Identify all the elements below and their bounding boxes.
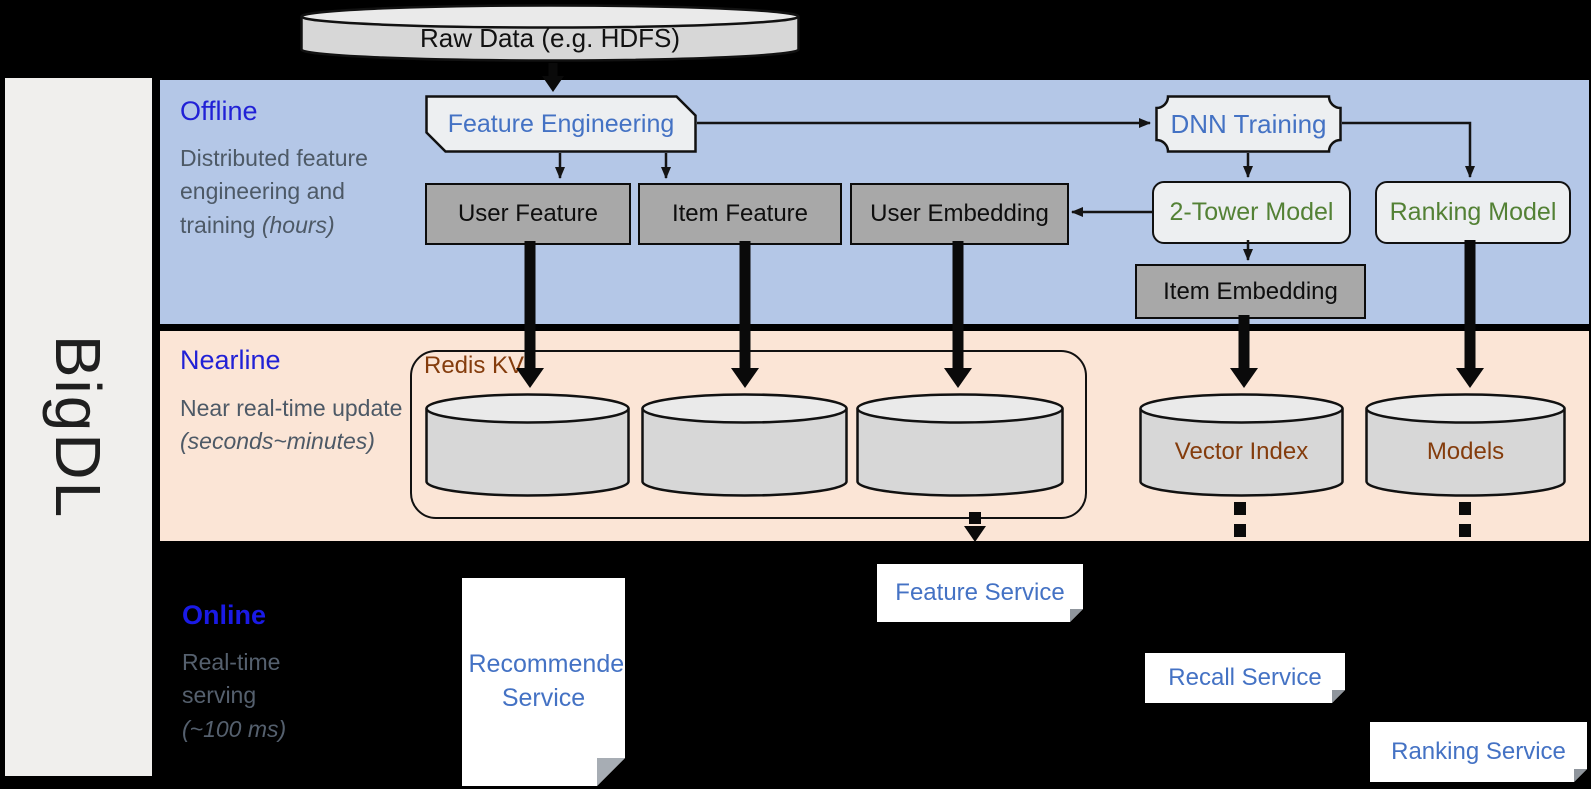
raw-data-store: Raw Data (e.g. HDFS) [300,4,800,62]
plaque-shape [1155,95,1342,153]
redis-shard-cylinder-3 [856,393,1064,497]
bigdl-logo-text: BigDL [42,334,115,520]
models-label: Models [1426,438,1505,465]
online-section-label: Online [182,600,267,630]
dnn-training-label: DNN Training [1170,108,1327,139]
feature-engineering-label: Feature Engineering [447,109,675,138]
user-embedding-node: User Embedding [850,183,1069,245]
cylinder-shape [425,393,630,497]
models-store: Models [1365,393,1566,497]
user-feature-node: User Feature [425,183,631,245]
recall-service-node: Recall Service [1145,653,1345,703]
offline-desc-text: Distributed feature engineering and trai… [180,145,368,238]
online-desc-text: Real-time serving [182,649,281,709]
redis-shard-cylinder-2 [641,393,848,497]
ranking-service-node: Ranking Service [1370,722,1587,782]
redis-kv-label: Redis KV [424,352,525,379]
dnn-training-node: DNN Training [1155,95,1342,153]
vector-index-store: Vector Index [1139,393,1344,497]
vector-index-label: Vector Index [1174,438,1309,465]
nearline-section-desc: Near real-time update (seconds~minutes) [180,392,408,459]
offline-section-label: Offline [180,96,258,126]
online-section-desc: Real-time serving (~100 ms) [182,646,320,746]
feature-service-node: Feature Service [877,564,1083,622]
two-tower-model-node: 2-Tower Model [1152,181,1351,244]
snip-corner-shape [425,95,697,153]
cylinder-shape [856,393,1064,497]
bigdl-side-band: BigDL [5,78,152,776]
item-embedding-node: Item Embedding [1135,264,1366,319]
raw-data-label: Raw Data (e.g. HDFS) [419,22,681,53]
nearline-desc-time: (seconds~minutes) [180,428,375,455]
cylinder-shape [1139,393,1344,497]
recommender-service-label: Recommender Service [468,650,633,712]
offline-section-desc: Distributed feature engineering and trai… [180,142,372,242]
redis-shard-cylinder-1 [425,393,630,497]
offline-desc-time: (hours) [261,211,335,238]
nearline-desc-text: Near real-time update [180,395,403,421]
nearline-section-label: Nearline [180,345,281,375]
cylinder-shape [1365,393,1566,497]
item-feature-node: Item Feature [638,183,842,245]
feature-engineering-node: Feature Engineering [425,95,697,153]
ranking-model-node: Ranking Model [1375,181,1571,244]
cylinder-shape [300,4,800,62]
cylinder-shape [641,393,848,497]
recommender-service-node: Recommender Service [462,578,625,786]
online-desc-time: (~100 ms) [182,715,287,742]
